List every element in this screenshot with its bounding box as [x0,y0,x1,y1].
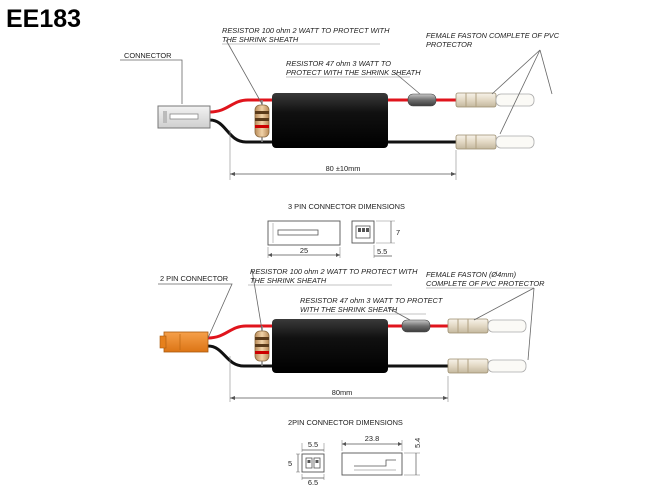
top-connector [157,105,211,129]
top-faston-red [455,92,535,108]
top-length-dimension: 80 ±10mm [326,164,361,173]
top-resistor-47ohm [407,93,437,107]
two-pin-height: 5.4 [413,438,422,448]
bottom-faston-label-line1: FEMALE FASTON (Ø4mm) [426,270,517,279]
top-resistor47-label-line2: PROTECT WITH THE SHRINK SHEATH [286,68,421,77]
bottom-black-wire-left [207,344,272,368]
bottom-resistor100-label-line2: THE SHRINK SHEATH [250,276,327,285]
bottom-resistor100-label-line1: RESISTOR 100 ohm 2 WATT TO PROTECT WITH [250,267,418,276]
three-pin-title: 3 PIN CONNECTOR DIMENSIONS [288,202,405,211]
top-red-wire-left [209,98,272,114]
two-pin-bottom-width: 6.5 [308,478,318,487]
two-pin-side-height: 5 [288,459,292,468]
two-pin-length: 23.8 [365,434,379,443]
two-pin-side-view [341,452,403,476]
three-pin-height: 7 [396,228,400,237]
bottom-faston-red [447,318,527,334]
bottom-resistor-47ohm [401,319,431,333]
two-pin-title: 2PIN CONNECTOR DIMENSIONS [288,418,403,427]
bottom-2pin-connector [159,331,209,353]
top-harness: CONNECTOR RESISTOR 100 ohm 2 WATT TO PRO… [120,26,560,180]
top-faston-black [455,134,535,150]
bottom-connector-label: 2 PIN CONNECTOR [160,274,228,283]
bottom-resistor47-label-line1: RESISTOR 47 ohm 3 WATT TO PROTECT [300,296,443,305]
top-resistor100-label-line1: RESISTOR 100 ohm 2 WATT TO PROTECT WITH [222,26,390,35]
top-connector-label: CONNECTOR [124,51,172,60]
top-faston-label-line2: PROTECTOR [426,40,473,49]
top-black-wire-left [209,118,272,144]
top-resistor47-label-line1: RESISTOR 47 ohm 3 WATT TO [286,59,391,68]
bottom-harness: 2 PIN CONNECTOR RESISTOR 100 ohm 2 WATT … [158,267,545,402]
top-resistor100-label-line2: THE SHRINK SHEATH [222,35,299,44]
three-pin-width: 25 [300,246,308,255]
bottom-faston-black [447,358,527,374]
top-resistor-100ohm [254,104,270,138]
bottom-resistor47-label-line2: WITH THE SHRINK SHEATH [300,305,398,314]
two-pin-dimensions: 2PIN CONNECTOR DIMENSIONS 5.5 5 6.5 23.8… [288,418,422,487]
top-shrink-sheath [272,93,388,148]
bottom-resistor-100ohm [254,330,270,362]
bottom-faston-label-line2: COMPLETE OF PVC PROTECTOR [426,279,545,288]
bottom-shrink-sheath [272,319,388,373]
two-pin-top-width: 5.5 [308,440,318,449]
bottom-length-dimension: 80mm [332,388,353,397]
top-faston-label-line1: FEMALE FASTON COMPLETE OF PVC [426,31,560,40]
three-pin-dimensions: 3 PIN CONNECTOR DIMENSIONS 25 7 5.5 [267,202,405,258]
two-pin-end-view [301,453,325,473]
diagram-title: EE183 [6,5,81,33]
bottom-red-wire-left [207,324,272,340]
three-pin-depth: 5.5 [377,247,387,256]
